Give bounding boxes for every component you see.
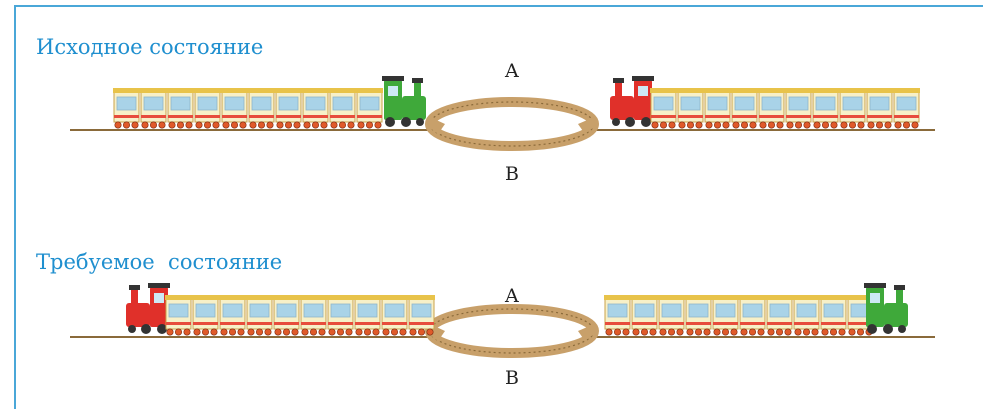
train-car <box>658 295 685 336</box>
left-train-cars <box>165 295 435 336</box>
train-car <box>677 88 704 129</box>
left-train-cars <box>113 88 383 129</box>
train-car <box>758 88 785 129</box>
train-car <box>302 88 329 129</box>
train-car <box>354 295 381 336</box>
train-car <box>192 295 219 336</box>
right-train-engine <box>610 76 654 127</box>
point-a-label-required: A <box>505 285 519 307</box>
train-car <box>246 295 273 336</box>
train-car <box>685 295 712 336</box>
left-train-engine <box>126 283 170 334</box>
diagram-frame <box>14 5 983 409</box>
railway-track <box>70 97 935 151</box>
train-car <box>785 88 812 129</box>
train-car <box>356 88 383 129</box>
train-car <box>893 88 920 129</box>
train-car <box>866 88 893 129</box>
required-state-railway <box>70 283 935 358</box>
train-car <box>329 88 356 129</box>
train-car <box>381 295 408 336</box>
train-car <box>820 295 847 336</box>
train-car <box>766 295 793 336</box>
train-car <box>731 88 758 129</box>
initial-state-railway <box>70 76 935 151</box>
left-train-engine <box>382 76 426 127</box>
train-car <box>408 295 435 336</box>
train-car <box>704 88 731 129</box>
required-state-title: Требуемое состояние <box>36 250 283 274</box>
train-car <box>631 295 658 336</box>
train-car <box>650 88 677 129</box>
train-car <box>327 295 354 336</box>
train-car <box>812 88 839 129</box>
train-car <box>739 295 766 336</box>
train-car <box>793 295 820 336</box>
right-train-cars <box>650 88 920 129</box>
point-a-label-initial: A <box>505 60 519 82</box>
train-car <box>167 88 194 129</box>
train-car <box>140 88 167 129</box>
train-car <box>165 295 192 336</box>
right-train-engine <box>864 283 908 334</box>
initial-state-title: Исходное состояние <box>36 35 264 59</box>
train-car <box>273 295 300 336</box>
train-car <box>219 295 246 336</box>
right-train-cars <box>604 295 874 336</box>
train-car <box>221 88 248 129</box>
train-car <box>839 88 866 129</box>
train-car <box>275 88 302 129</box>
point-b-label-initial: B <box>505 163 519 185</box>
train-car <box>113 88 140 129</box>
train-car <box>712 295 739 336</box>
train-car <box>194 88 221 129</box>
train-car <box>300 295 327 336</box>
point-b-label-required: B <box>505 367 519 389</box>
train-car <box>604 295 631 336</box>
train-car <box>248 88 275 129</box>
